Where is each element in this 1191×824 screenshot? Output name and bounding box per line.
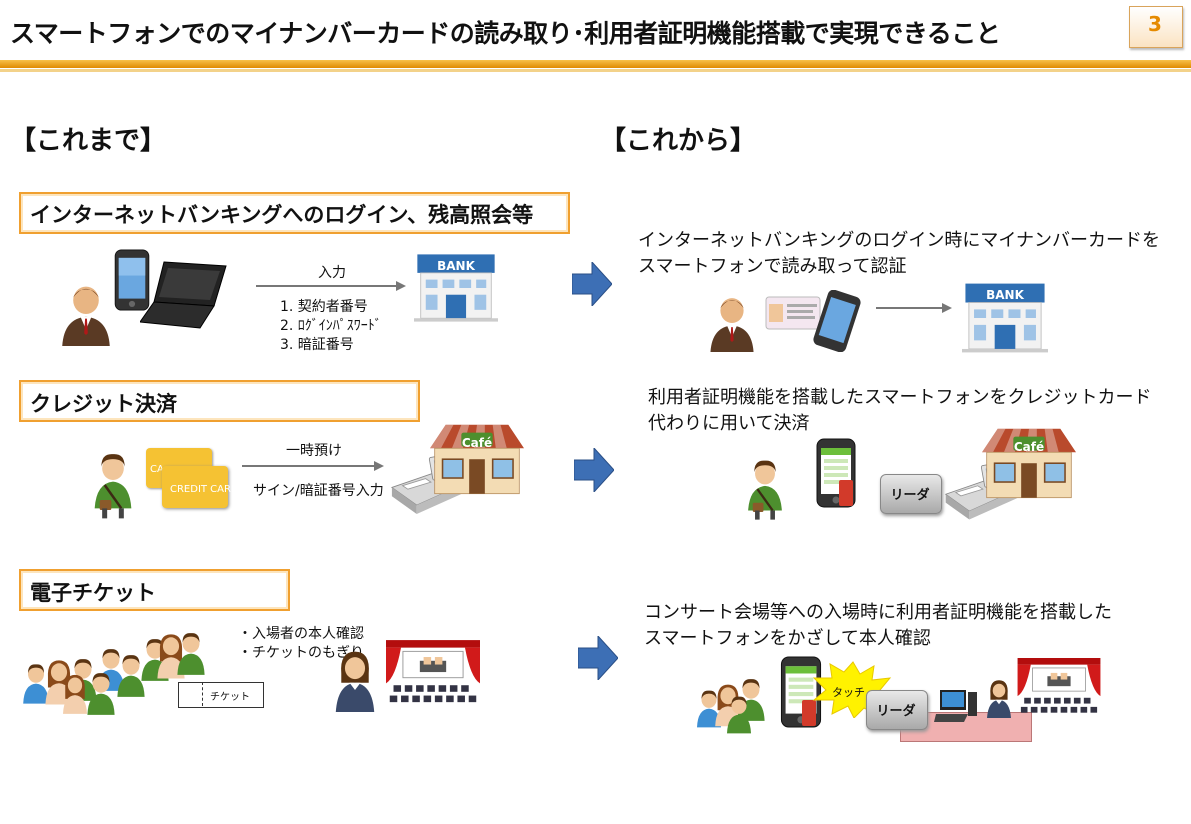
- banking-future-line2: スマートフォンで読み取って認証: [638, 256, 907, 277]
- ticket-bullet-1: ・入場者の本人確認: [238, 626, 364, 642]
- ticket-bullet-2: ・チケットのもぎり: [238, 645, 364, 661]
- banking-item-2: 2. ﾛｸﾞｲﾝﾊﾟｽﾜｰﾄﾞ: [280, 318, 382, 334]
- cafe-storefront-icon: [982, 428, 1076, 500]
- credit-transition-arrow: [574, 448, 614, 492]
- ticket-future-line1: コンサート会場等への入場時に利用者証明機能を搭載した: [644, 602, 1112, 623]
- theater-stage-icon: [386, 640, 480, 706]
- section-ticket-box: [19, 569, 290, 611]
- credit-reader-label: リーダ: [890, 488, 930, 503]
- banking-item-3: 3. 暗証番号: [280, 337, 354, 353]
- credit-arrow-top-label: 一時預け: [286, 443, 342, 459]
- ticket-clerk-icon: [332, 648, 378, 712]
- ticket-stub: [178, 682, 203, 706]
- section-banking-title: インターネットバンキングへのログイン、残高照会等: [30, 203, 534, 227]
- section-credit-title: クレジット決済: [30, 392, 177, 416]
- banking-transition-arrow: [572, 262, 612, 306]
- column-after-heading: 【これから】: [600, 126, 757, 156]
- credit-card-icon: [162, 466, 228, 508]
- banking-input-arrow: [256, 281, 406, 291]
- ticket-label: チケット: [210, 692, 250, 703]
- section-credit-box: [19, 380, 420, 422]
- section-banking-box: [19, 192, 570, 234]
- reader-device-icon: [866, 690, 928, 730]
- bank-sign: BANK: [437, 259, 475, 273]
- sim-card-icon: [802, 700, 816, 726]
- page-number-box: [1129, 6, 1183, 48]
- column-before-heading: 【これまで】: [10, 126, 167, 156]
- credit-card-front-label: CA: [150, 464, 164, 475]
- theater-stage-icon: [1012, 658, 1106, 716]
- cafe-storefront-icon: [430, 424, 524, 496]
- cafe-sign: Café: [461, 436, 493, 450]
- bank-sign: BANK: [986, 288, 1024, 302]
- title-rule-shadow: [0, 69, 1191, 72]
- businessman-icon: [58, 282, 114, 346]
- section-ticket-title: 電子チケット: [30, 581, 156, 605]
- credit-arrow: [242, 461, 384, 471]
- sim-card-icon: [839, 480, 853, 506]
- reader-device-icon: [880, 474, 942, 514]
- laptop-icon: [140, 261, 227, 329]
- banking-future-line1: インターネットバンキングのログイン時にマイナンバーカードを: [638, 230, 1160, 251]
- page-title: スマートフォンでのマイナンバーカードの読み取り･利用者証明機能搭載で実現できるこ…: [10, 19, 1001, 48]
- credit-future-line1: 利用者証明機能を搭載したスマートフォンをクレジットカード: [648, 387, 1152, 408]
- smartphone-icon: [813, 290, 861, 352]
- touch-label: タッチ: [832, 686, 865, 699]
- pc-terminal-icon: [934, 690, 977, 722]
- ticket-future-line2: スマートフォンをかざして本人確認: [644, 628, 931, 649]
- customer-icon: [742, 456, 788, 522]
- credit-future-line2: 代わりに用いて決済: [648, 413, 810, 434]
- ticket-icon: [178, 682, 264, 708]
- ticket-transition-arrow: [578, 636, 618, 680]
- ticket-reader-label: リーダ: [876, 704, 916, 719]
- banking-future-arrow: [876, 303, 952, 313]
- crowd-icon: [694, 672, 784, 736]
- credit-card-back-label: CREDIT CARD: [170, 484, 239, 495]
- banking-input-label: 入力: [318, 265, 346, 281]
- banking-item-1: 1. 契約者番号: [280, 299, 368, 315]
- businessman-icon: [706, 294, 758, 352]
- credit-arrow-bottom-label: サイン/暗証番号入力: [253, 483, 384, 499]
- title-rule: [0, 60, 1191, 68]
- cafe-sign: Café: [1013, 440, 1045, 454]
- page-number: 3: [1148, 12, 1162, 36]
- customer-icon: [88, 450, 138, 520]
- my-number-card-icon: [765, 296, 821, 330]
